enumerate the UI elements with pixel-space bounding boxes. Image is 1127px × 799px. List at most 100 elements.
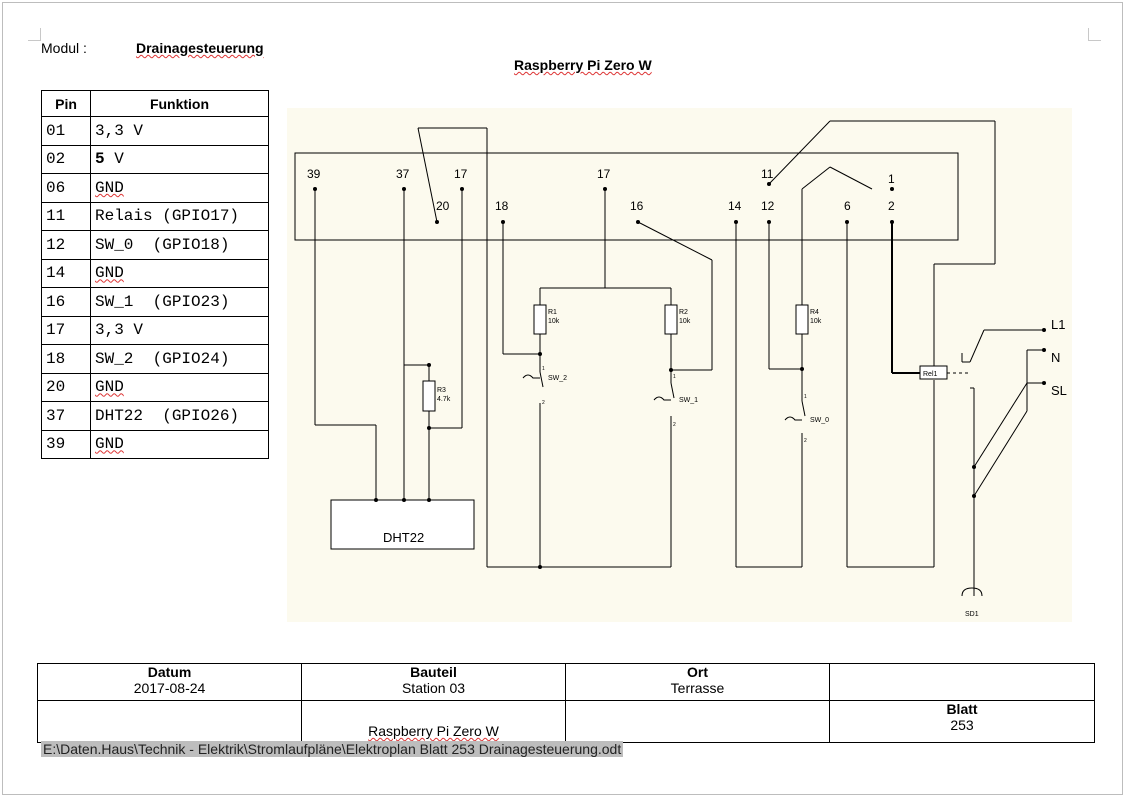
modul-value[interactable]: Drainagesteuerung — [136, 40, 264, 56]
pin-label-14: 14 — [728, 199, 742, 213]
pin-label-20: 20 — [436, 199, 450, 213]
blatt-label: Blatt — [946, 701, 978, 717]
dht22-label: DHT22 — [383, 530, 424, 545]
table-row: 06 GND — [41, 173, 269, 203]
file-path-field[interactable]: E:\Daten.Haus\Technik - Elektrik\Stromla… — [41, 741, 624, 757]
r1-value: 10k — [548, 318, 560, 325]
resistor-r3[interactable] — [422, 380, 436, 412]
table-row: 37 DHT22 (GPIO26) — [41, 401, 269, 431]
function-cell[interactable]: SW_1 (GPIO23) — [90, 287, 269, 317]
blatt-value: 253 — [950, 717, 974, 733]
pin-cell[interactable]: 17 — [41, 315, 91, 345]
schematic-wires — [294, 120, 1044, 596]
table-row: 17 3,3 V — [41, 315, 269, 345]
terminal-l1: L1 — [1051, 317, 1065, 332]
pin-cell[interactable]: 12 — [41, 230, 91, 260]
pin-label-1: 1 — [888, 172, 895, 186]
document-title[interactable]: Raspberry Pi Zero W — [514, 57, 652, 73]
pin-cell[interactable]: 01 — [41, 116, 91, 146]
pin-cell[interactable]: 39 — [41, 429, 91, 459]
pin-table-header: Pin Funktion — [41, 90, 269, 117]
footer-table: Datum 2017-08-24 Bauteil Station 03 Ort … — [37, 663, 1095, 743]
pin-cell[interactable]: 18 — [41, 344, 91, 374]
table-row: 14 GND — [41, 258, 269, 288]
pin-cell[interactable]: 02 — [41, 144, 91, 174]
function-cell[interactable]: 3,3 V — [90, 116, 269, 146]
pin-table: Pin Funktion 01 3,3 V 02 5 V 06 GND 11 R… — [41, 90, 269, 459]
bauteil-cell[interactable]: Bauteil Station 03 — [301, 663, 566, 701]
header-pin-labels: 39 37 17 17 11 1 20 18 16 14 12 6 2 — [307, 167, 895, 213]
bauteil-label: Bauteil — [410, 664, 457, 680]
component-labels: R1 10k R2 10k R3 4.7k R4 10k SW_2 SW_1 S… — [437, 309, 979, 618]
pin-header[interactable]: Pin — [41, 90, 91, 117]
sw1-pin-1: 1 — [673, 374, 676, 380]
r2-value: 10k — [679, 318, 691, 325]
table-row: 02 5 V — [41, 144, 269, 174]
r3-name: R3 — [437, 387, 446, 394]
funktion-header[interactable]: Funktion — [90, 90, 269, 117]
pin-label-17a: 17 — [454, 167, 468, 181]
pin-label-17b: 17 — [597, 167, 611, 181]
bauteil-detail-value: Raspberry Pi Zero W — [368, 723, 499, 739]
function-cell[interactable]: GND — [90, 429, 269, 459]
text-boundary-corner — [1088, 28, 1101, 41]
function-rest-part: V — [104, 150, 124, 169]
circuit-schematic[interactable]: 39 37 17 17 11 1 20 18 16 14 12 6 2 R1 1… — [287, 108, 1072, 622]
pin-cell[interactable]: 14 — [41, 258, 91, 288]
r4-name: R4 — [810, 309, 819, 316]
pin-label-18: 18 — [495, 199, 509, 213]
dht22-box[interactable] — [330, 499, 475, 550]
function-cell[interactable]: 3,3 V — [90, 315, 269, 345]
terminal-n: N — [1051, 350, 1060, 365]
pin-label-39: 39 — [307, 167, 321, 181]
sw1-pin-2: 2 — [673, 422, 676, 428]
datum-cell[interactable]: Datum 2017-08-24 — [37, 663, 302, 701]
resistor-r1[interactable] — [533, 304, 547, 335]
empty-cell[interactable] — [829, 663, 1095, 701]
relay-box[interactable] — [919, 365, 948, 380]
function-cell[interactable]: DHT22 (GPIO26) — [90, 401, 269, 431]
blatt-cell[interactable]: Blatt 253 — [829, 700, 1095, 743]
function-cell[interactable]: GND — [90, 258, 269, 288]
pin-label-2: 2 — [888, 199, 895, 213]
text-boundary-corner — [28, 28, 41, 41]
pin-label-11: 11 — [761, 167, 774, 181]
table-row: 11 Relais (GPIO17) — [41, 201, 269, 231]
table-row: 16 SW_1 (GPIO23) — [41, 287, 269, 317]
sw0-pin-1: 1 — [804, 394, 807, 400]
table-row: 20 GND — [41, 372, 269, 402]
r3-value: 4.7k — [437, 396, 451, 403]
function-cell[interactable]: Relais (GPIO17) — [90, 201, 269, 231]
empty-cell[interactable] — [565, 700, 830, 743]
function-cell[interactable]: SW_2 (GPIO24) — [90, 344, 269, 374]
pin-cell[interactable]: 16 — [41, 287, 91, 317]
resistor-r2[interactable] — [664, 304, 678, 335]
function-bold-part: 5 — [95, 150, 105, 169]
gpio-header-block — [294, 152, 959, 241]
function-cell[interactable]: GND — [90, 173, 269, 203]
datum-label: Datum — [147, 664, 192, 680]
bauteil-detail-cell[interactable]: Raspberry Pi Zero W — [301, 700, 566, 743]
pin-label-37: 37 — [396, 167, 410, 181]
resistor-r4[interactable] — [795, 304, 809, 335]
pin-label-12: 12 — [761, 199, 775, 213]
pin-cell[interactable]: 20 — [41, 372, 91, 402]
modul-label: Modul : — [41, 40, 87, 56]
ort-value: Terrasse — [670, 680, 725, 696]
sw2-pin-1: 1 — [542, 366, 545, 372]
ort-cell[interactable]: Ort Terrasse — [565, 663, 830, 701]
pin-cell[interactable]: 37 — [41, 401, 91, 431]
pin-cell[interactable]: 06 — [41, 173, 91, 203]
empty-cell[interactable] — [37, 700, 302, 743]
pin-cell[interactable]: 11 — [41, 201, 91, 231]
relay-label: Rel1 — [923, 371, 938, 378]
function-cell[interactable]: 5 V — [90, 144, 269, 174]
sw0-label: SW_0 — [810, 417, 829, 424]
table-row: 39 GND — [41, 429, 269, 459]
sw1-label: SW_1 — [679, 397, 698, 404]
function-cell[interactable]: GND — [90, 372, 269, 402]
junction-dots — [313, 182, 1046, 569]
function-cell[interactable]: SW_0 (GPIO18) — [90, 230, 269, 260]
r2-name: R2 — [679, 309, 688, 316]
